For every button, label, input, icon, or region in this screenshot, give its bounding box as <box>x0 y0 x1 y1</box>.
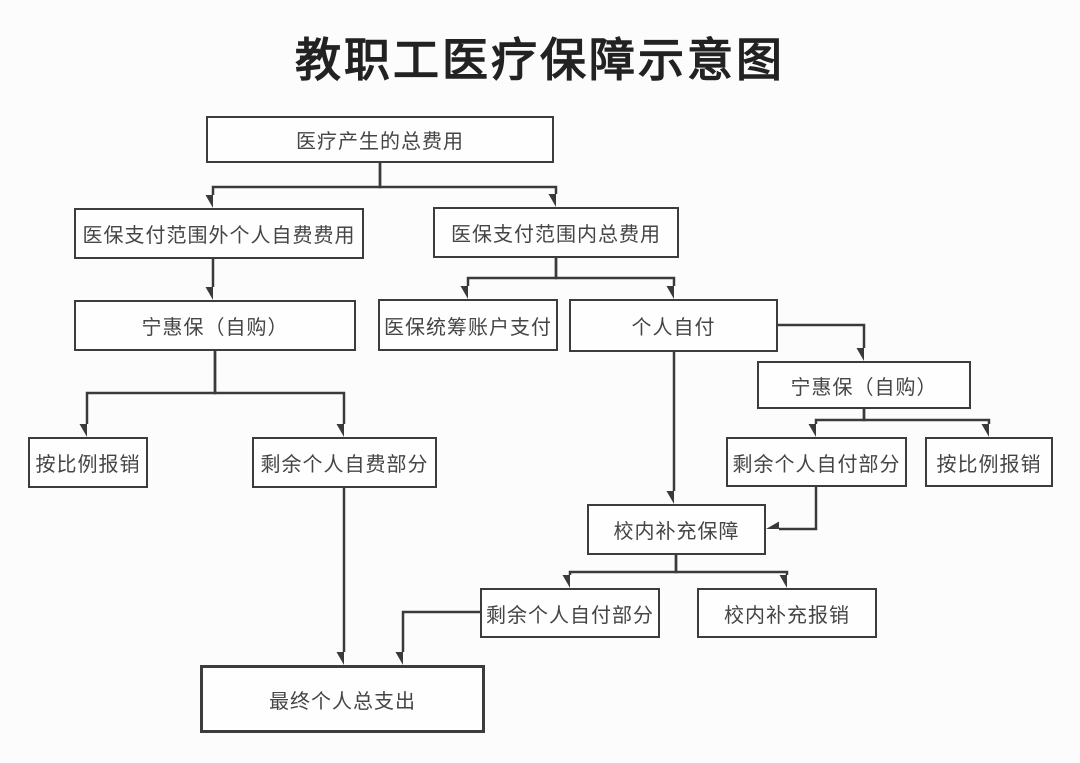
node-ninghuibao-left: 宁惠保（自购） <box>74 300 356 351</box>
node-campus-supplement-reimburse: 校内补充报销 <box>697 588 877 638</box>
node-label: 宁惠保（自购） <box>790 376 938 399</box>
diagram-title: 教职工医疗保障示意图 <box>295 34 785 86</box>
edge-total-to-out-of-scope <box>213 163 382 195</box>
edge-total-to-in-scope <box>378 163 558 194</box>
node-label: 宁惠保（自购） <box>141 317 289 339</box>
node-pro-rata-reimburse-left: 按比例报销 <box>28 437 148 488</box>
edge-in-scope-to-personal-self-pay <box>554 258 676 286</box>
edge-ninghuibao-right-to-pro-rata-right <box>862 409 991 424</box>
node-label: 个人自付 <box>631 317 716 339</box>
node-pooled-account-pay: 医保统筹账户支付 <box>378 299 558 351</box>
node-label: 医保支付范围外个人自费费用 <box>82 225 356 247</box>
edge-personal-self-pay-to-ninghuibao-right <box>778 323 866 348</box>
node-remaining-self-fee: 剩余个人自费部分 <box>252 437 437 488</box>
edge-remaining-self-pay-to-campus-guarantee <box>779 487 818 531</box>
node-remaining-self-pay-bottom: 剩余个人自付部分 <box>480 588 660 638</box>
edge-in-scope-to-pooled-account <box>468 258 558 286</box>
node-label: 剩余个人自费部分 <box>260 454 429 476</box>
node-label: 医疗产生的总费用 <box>296 131 464 153</box>
node-campus-supplement-guarantee: 校内补充保障 <box>587 504 766 555</box>
node-label: 按比例报销 <box>35 454 141 476</box>
node-personal-self-pay: 个人自付 <box>569 299 778 352</box>
edge-campus-guarantee-to-remaining-bottom <box>570 555 678 575</box>
node-label: 剩余个人自付部分 <box>486 604 654 627</box>
node-ninghuibao-right: 宁惠保（自购） <box>757 361 971 409</box>
node-out-of-scope-self-pay: 医保支付范围外个人自费费用 <box>74 208 364 259</box>
node-pro-rata-reimburse-right: 按比例报销 <box>925 437 1053 487</box>
node-in-scope-total: 医保支付范围内总费用 <box>433 207 679 258</box>
node-label: 医保统筹账户支付 <box>384 316 552 339</box>
node-total-medical-cost: 医疗产生的总费用 <box>206 116 554 163</box>
node-label: 医保支付范围内总费用 <box>451 224 661 246</box>
node-label: 校内补充报销 <box>724 604 850 627</box>
node-label: 剩余个人自付部分 <box>732 453 901 476</box>
node-label: 最终个人总支出 <box>269 690 416 713</box>
edge-ninghuibao-left-to-pro-rata-left <box>87 351 217 424</box>
node-label: 按比例报销 <box>936 453 1042 476</box>
edge-ninghuibao-right-to-remaining-self-pay <box>816 409 866 424</box>
node-final-total-expense: 最终个人总支出 <box>200 665 485 733</box>
node-label: 校内补充保障 <box>613 521 740 543</box>
edge-ninghuibao-left-to-remaining-self-fee <box>213 351 346 424</box>
node-remaining-self-pay-right: 剩余个人自付部分 <box>726 437 907 487</box>
edge-remaining-bottom-to-final <box>403 610 480 652</box>
edge-campus-guarantee-to-campus-reimburse <box>674 555 789 575</box>
